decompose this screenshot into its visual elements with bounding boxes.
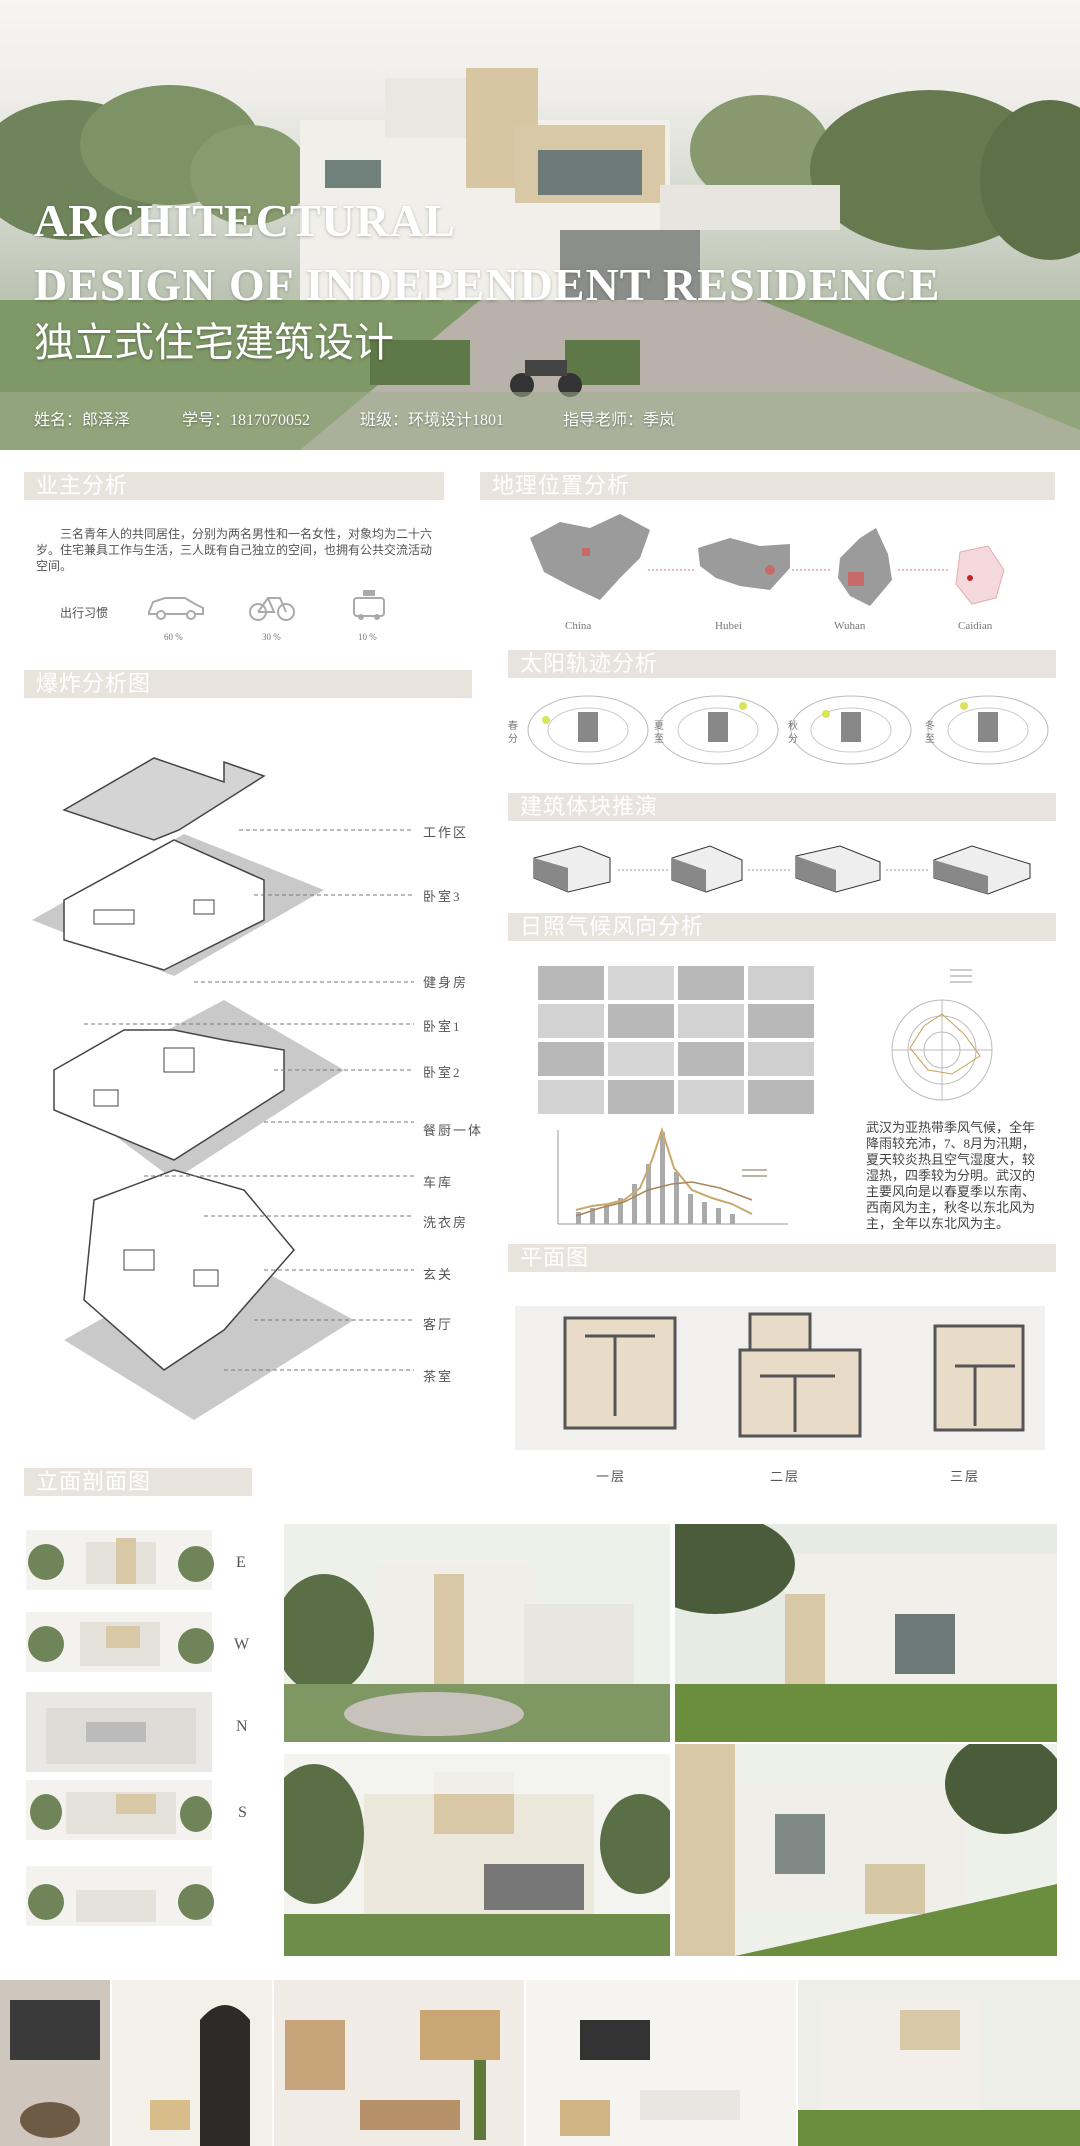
explode-label-bedroom2: 卧室2: [423, 1065, 462, 1080]
hero-name: 姓名：郎泽泽: [34, 412, 131, 429]
hero-title-line2: DESIGN OF INDEPENDENT RESIDENCE: [34, 259, 941, 310]
explode-label-kitchen-dining: 餐厨一体: [423, 1123, 484, 1138]
hero-class: 班级：环境设计1801: [360, 412, 505, 429]
sun-label-autumn: 秋分: [788, 721, 798, 745]
explode-label-bedroom3: 卧室3: [423, 889, 462, 904]
section-location-header: 地理位置分析: [480, 472, 1055, 500]
plan-label-2f: 二层: [770, 1469, 801, 1484]
section-climate-header: 日照气候风向分析: [508, 913, 1056, 941]
section-elevation-title: 立面剖面图: [36, 1469, 152, 1494]
floor-plans-drawing: [563, 1312, 1025, 1438]
section-explode-title: 爆炸分析图: [36, 671, 152, 696]
location-maps: [530, 514, 1005, 606]
hero-advisor: 指导老师：季岚: [563, 412, 676, 429]
sun-label-spring: 春分: [508, 721, 518, 745]
taxi-percent: 10 %: [358, 632, 377, 642]
taxi-icon: [353, 590, 385, 620]
exploded-diagram: [32, 757, 414, 1420]
china-map: [530, 514, 650, 600]
bicycle-icon: [249, 597, 295, 621]
car-percent: 60 %: [164, 632, 183, 642]
bicycle-percent: 30 %: [262, 632, 281, 642]
section-massing-title: 建筑体块推演: [520, 794, 659, 819]
render-exterior-3: [284, 1754, 670, 1956]
hero-title-line1: ARCHITECTURAL: [34, 195, 456, 246]
sun-label-winter: 冬至: [925, 721, 935, 745]
hero-student-id: 学号：1817070052: [182, 412, 311, 429]
elevation-label-w: W: [234, 1636, 252, 1653]
hero-info-band: [0, 392, 1080, 450]
wuhan-map: [838, 528, 892, 606]
car-icon: [148, 597, 204, 620]
explode-label-garage: 车库: [423, 1175, 454, 1190]
section-plan-title: 平面图: [520, 1245, 590, 1270]
map-label-hubei: Hubei: [715, 620, 742, 632]
elevation-thumbnails: [26, 1530, 214, 1926]
render-exterior-4: [675, 1744, 1057, 1956]
massing-diagrams: [533, 845, 1031, 895]
section-sun-header: 太阳轨迹分析: [508, 650, 1056, 678]
explode-label-gym: 健身房: [423, 975, 469, 990]
section-explode-header: 爆炸分析图: [24, 670, 472, 698]
section-location-title: 地理位置分析: [492, 473, 631, 498]
sun-path-diagrams: [527, 695, 1049, 765]
rainfall-temperature-chart: [557, 1126, 788, 1225]
hero-banner: ARCHITECTURAL DESIGN OF INDEPENDENT RESI…: [0, 0, 1080, 450]
section-plan-header: 平面图: [508, 1244, 1056, 1272]
section-climate-title: 日照气候风向分析: [520, 914, 705, 939]
map-label-wuhan: Wuhan: [834, 620, 866, 632]
explode-label-living: 客厅: [423, 1317, 454, 1332]
elevation-label-n: N: [236, 1718, 250, 1735]
plan-label-1f: 一层: [596, 1469, 627, 1484]
explode-label-bedroom1: 卧室1: [423, 1019, 462, 1034]
section-elevation-header: 立面剖面图: [24, 1468, 252, 1496]
explode-label-entrance: 玄关: [423, 1267, 454, 1282]
climate-description: 武汉为亚热带季风气候，全年降雨较充沛，7、8月为汛期，夏天较炎热且空气湿度大，较…: [866, 1120, 1036, 1231]
explode-label-tea-room: 茶室: [423, 1369, 454, 1384]
interior-renders-strip: [0, 1980, 1080, 2146]
sunlight-simulation-grid: [538, 966, 814, 1114]
travel-habit-label: 出行习惯: [60, 606, 109, 620]
explode-label-laundry: 洗衣房: [423, 1215, 469, 1230]
render-exterior-1: [284, 1524, 670, 1742]
section-owner-header: 业主分析: [24, 472, 444, 500]
map-label-china: China: [565, 620, 592, 632]
section-massing-header: 建筑体块推演: [508, 793, 1056, 821]
elevation-label-e: E: [236, 1554, 248, 1571]
hubei-map: [698, 538, 790, 590]
render-exterior-2: [675, 1524, 1057, 1742]
wind-rose: [891, 969, 993, 1101]
section-sun-title: 太阳轨迹分析: [520, 651, 659, 676]
elevation-label-s: S: [238, 1804, 249, 1821]
hero-title-cn: 独立式住宅建筑设计: [34, 320, 394, 365]
sun-label-summer: 夏至: [654, 721, 664, 745]
plan-label-3f: 三层: [950, 1469, 981, 1484]
explode-label-workspace: 工作区: [423, 825, 469, 840]
section-owner-title: 业主分析: [36, 473, 129, 498]
owner-description: 三名青年人的共同居住，分别为两名男性和一名女性，对象均为二十六岁。住宅兼具工作与…: [36, 527, 433, 573]
map-label-caidian: Caidian: [958, 620, 993, 632]
